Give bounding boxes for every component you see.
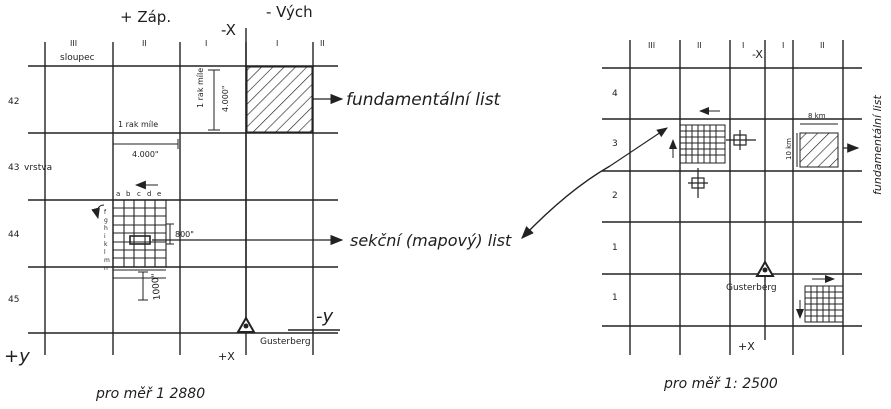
section-letter-d: d bbox=[147, 190, 151, 198]
mile-horizontal-value: 4.000" bbox=[132, 150, 159, 159]
mile-dimension-horizontal bbox=[112, 139, 179, 149]
origin-triangle-right bbox=[755, 259, 775, 277]
fundamental-sheet-hatched bbox=[246, 66, 313, 133]
right-axis-minus-x: -X bbox=[752, 48, 763, 61]
right-col-label-3: I bbox=[742, 41, 744, 50]
left-col-label-2: II bbox=[142, 39, 147, 48]
left-col-label-4: I bbox=[276, 39, 278, 48]
section-letter-e: e bbox=[157, 190, 161, 198]
section-row-letters: f g h i k l m n bbox=[104, 209, 110, 272]
left-row-label-42: 42 bbox=[8, 97, 19, 107]
right-crosshair-symbol-2 bbox=[688, 168, 708, 198]
right-col-label-4: I bbox=[782, 41, 784, 50]
section-row-letter-l: l bbox=[104, 249, 106, 256]
right-crosshair-symbol-1 bbox=[726, 130, 756, 150]
mile-horizontal-label: 1 rak míle bbox=[118, 120, 158, 129]
section-letter-a: a bbox=[116, 190, 120, 198]
scale-caption-right: pro měř 1: 2500 bbox=[663, 376, 778, 392]
section-width-dimension bbox=[138, 271, 148, 301]
axis-minus-y-left: -y bbox=[316, 306, 333, 327]
mile-vertical-value: 4.000" bbox=[221, 85, 230, 112]
section-width-label: 1000" bbox=[151, 273, 163, 301]
row-title: vrstva bbox=[24, 163, 52, 173]
right-col-label-1: III bbox=[648, 41, 655, 50]
right-row-label-4: 4 bbox=[612, 89, 618, 99]
origin-triangle-left bbox=[236, 315, 256, 333]
mile-dimension-vertical bbox=[208, 69, 220, 131]
section-row-letter-i: i bbox=[104, 233, 106, 240]
right-dimension-side-label: 10 km bbox=[785, 138, 793, 160]
left-row-label-45: 45 bbox=[8, 295, 19, 305]
section-row-letter-g: g bbox=[104, 217, 108, 224]
mile-vertical-label: 1 rak míle bbox=[196, 68, 205, 108]
east-label: - Vých bbox=[266, 3, 313, 21]
section-row-letter-n: n bbox=[104, 265, 108, 272]
fundamental-callout: fundamentální list bbox=[346, 90, 502, 110]
right-col-label-5: II bbox=[820, 41, 825, 50]
axis-plus-y-left: +y bbox=[4, 346, 30, 367]
section-row-letter-k: k bbox=[104, 241, 108, 248]
right-fundamental-hatched bbox=[799, 132, 839, 168]
axis-plus-x-right: +X bbox=[738, 340, 755, 353]
scale-caption-left: pro měř 1 2880 bbox=[95, 386, 205, 402]
section-row-letter-h: h bbox=[104, 225, 108, 232]
section-sheet-highlight bbox=[129, 235, 151, 245]
axis-minus-x-left: -X bbox=[221, 21, 236, 39]
left-col-label-5: II bbox=[320, 39, 325, 48]
origin-label-right: Gusterberg bbox=[726, 283, 777, 293]
right-vertical-label: fundamentální list bbox=[871, 95, 884, 195]
right-col-label-2: II bbox=[697, 41, 702, 50]
right-bottom-section-grid bbox=[804, 285, 844, 323]
section-letter-b: b bbox=[126, 190, 131, 198]
left-col-label-3: I bbox=[205, 39, 207, 48]
right-row-label-1a: 1 bbox=[612, 243, 618, 253]
left-row-label-44: 44 bbox=[8, 230, 20, 240]
right-section-grid bbox=[679, 124, 726, 164]
section-height-dimension bbox=[166, 223, 174, 245]
origin-label-left: Gusterberg bbox=[260, 337, 311, 347]
section-callout: sekční (mapový) list bbox=[350, 231, 512, 250]
right-row-label-1b: 1 bbox=[612, 293, 618, 303]
section-row-letter-f: f bbox=[104, 209, 107, 216]
right-connector-to-grid bbox=[609, 127, 668, 167]
right-dimension-top-label: 8 km bbox=[808, 112, 826, 120]
section-row-letter-m: m bbox=[104, 257, 110, 264]
section-letter-c: c bbox=[137, 190, 141, 198]
section-sheet-grid bbox=[112, 199, 167, 279]
axis-plus-x-left: +X bbox=[218, 350, 235, 363]
section-height-label: 800" bbox=[175, 230, 194, 239]
left-col-label-1: III bbox=[70, 39, 77, 48]
right-row-label-3: 3 bbox=[612, 139, 618, 149]
left-row-label-43: 43 bbox=[8, 163, 19, 173]
west-label: + Záp. bbox=[120, 8, 171, 26]
right-connector-arrow bbox=[521, 165, 611, 239]
column-title: sloupec bbox=[60, 53, 95, 63]
right-row-label-2: 2 bbox=[612, 191, 618, 201]
section-row-arrow bbox=[91, 204, 105, 220]
